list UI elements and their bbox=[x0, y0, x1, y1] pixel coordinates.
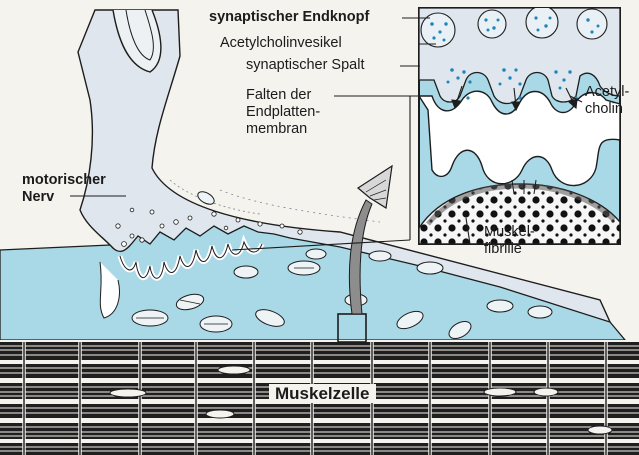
label-synaptic-knob: synaptischer Endknopf bbox=[209, 9, 369, 26]
label-muscle-fibril: Muskel- fibrille bbox=[484, 224, 535, 258]
synapse-inset bbox=[419, 6, 620, 244]
label-muscle-cell: Muskelzelle bbox=[269, 384, 376, 403]
label-acetylcholine: Acetyl- cholin bbox=[585, 84, 629, 118]
label-endplate-folds: Falten der Endplatten- membran bbox=[246, 87, 320, 138]
label-motor-nerve: motorischer Nerv bbox=[22, 172, 106, 206]
label-synaptic-cleft: synaptischer Spalt bbox=[246, 57, 364, 74]
label-acetylcholine-vesicle: Acetylcholinvesikel bbox=[220, 35, 342, 52]
